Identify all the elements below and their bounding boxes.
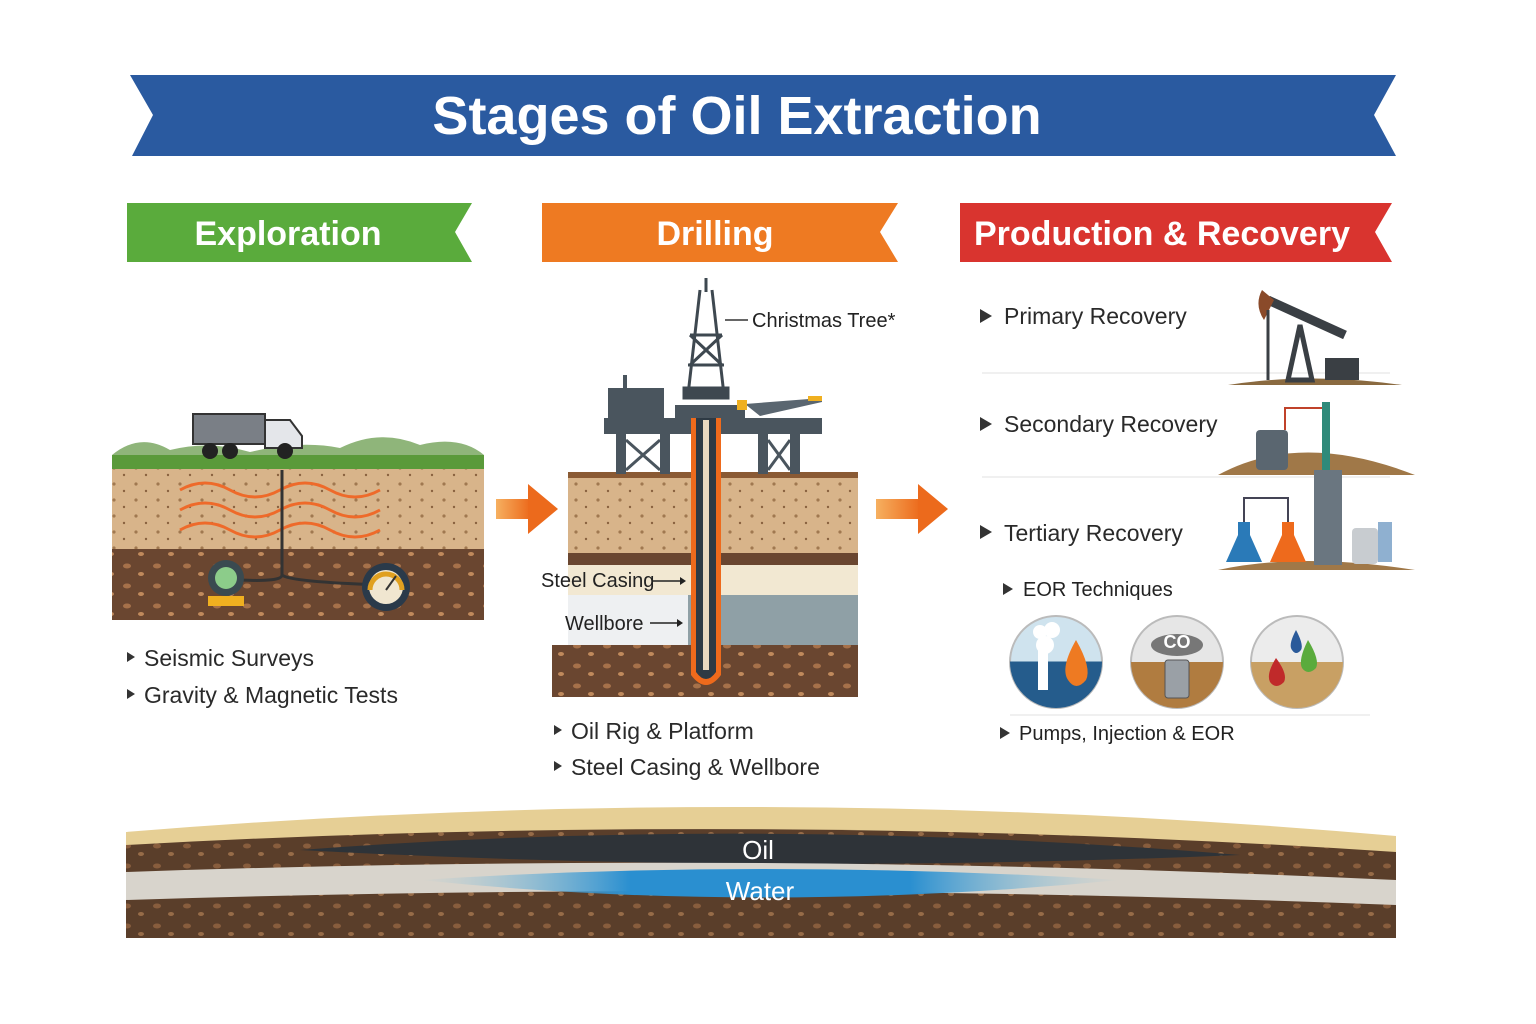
label-wellbore: Wellbore [565,613,644,635]
derrick-icon [682,278,730,400]
production-stages: Primary Recovery Secondary Recovery Tert… [980,290,1415,745]
header-exploration: Exploration [127,203,472,262]
stage-secondary-recovery: Secondary Recovery [1004,411,1218,437]
oil-layer [300,833,1240,864]
chemical-injection-icon [1250,615,1344,709]
header-exploration-label: Exploration [194,215,381,253]
water-layer [420,869,1120,898]
label-christmas-tree: Christmas Tree* [752,310,896,332]
reservoir-cross-section: Oil Water [126,806,1396,938]
bullet-seismic-surveys: Seismic Surveys [144,645,314,671]
drilling-bullets: Oil Rig & Platform Steel Casing & Wellbo… [554,718,820,780]
stage-tertiary-recovery: Tertiary Recovery [1004,520,1183,546]
seismic-truck-icon [192,413,303,459]
bullet-oil-rig-platform: Oil Rig & Platform [571,718,754,744]
header-drilling-label: Drilling [656,215,773,253]
page-title: Stages of Oil Extraction [432,86,1041,146]
header-production-label: Production & Recovery [974,215,1350,253]
exploration-bullets: Seismic Surveys Gravity & Magnetic Tests [127,645,398,708]
label-steel-casing: Steel Casing [541,570,654,592]
label-eor-techniques: EOR Techniques [1023,579,1173,601]
bullet-steel-casing-wellbore: Steel Casing & Wellbore [571,754,820,780]
wellbore-icon [691,418,721,685]
seismic-waves [179,481,381,539]
header-drilling: Drilling [542,203,898,262]
arrow-exploration-to-drilling [496,484,558,534]
gauge-icon [362,563,410,611]
steam-injection-icon [1009,615,1103,709]
title-banner: Stages of Oil Extraction [130,75,1396,156]
geophone-icon [208,560,244,606]
co2-injection-icon: CO [1130,615,1224,709]
header-production: Production & Recovery [960,203,1392,262]
label-water: Water [726,876,795,906]
stage-primary-recovery: Primary Recovery [1004,303,1187,329]
label-pumps-injection-eor: Pumps, Injection & EOR [1019,723,1235,745]
label-oil: Oil [742,835,774,865]
exploration-illustration [112,413,484,620]
pumpjack-icon [1228,290,1402,385]
title-ribbon [130,75,1396,156]
co2-label: CO [1164,632,1191,652]
drilling-illustration: Christmas Tree* Steel Casing Wellbore [541,278,896,697]
chemical-flasks-icon [1218,470,1415,570]
arrow-drilling-to-production [876,484,948,534]
bullet-gravity-magnetic: Gravity & Magnetic Tests [144,682,398,708]
injection-well-icon [1218,402,1415,475]
